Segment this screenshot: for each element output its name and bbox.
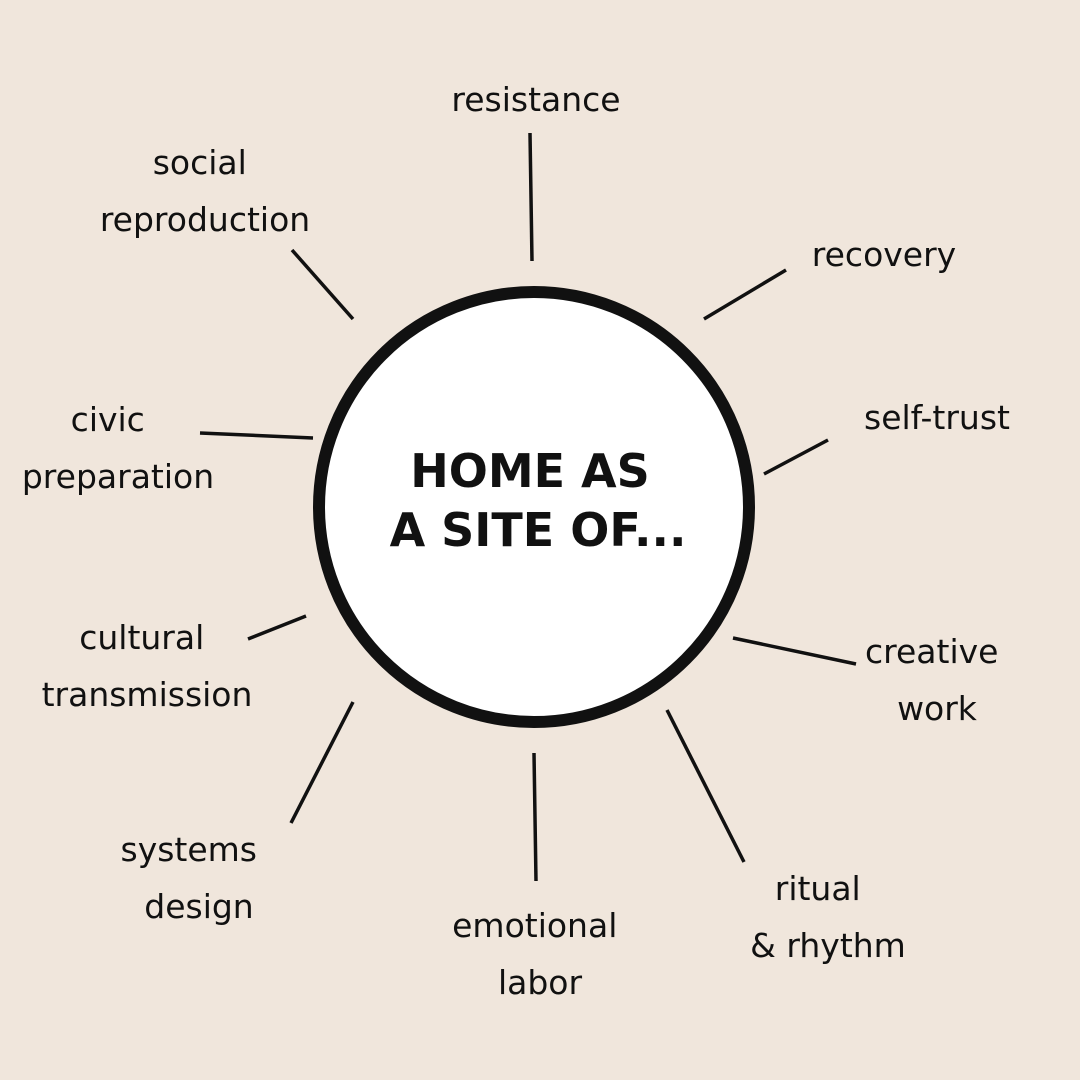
spoke-line-systems-design [289,701,355,824]
label-self-trust-line-1: self-trust [864,398,1010,437]
label-social-reproduction: social reproduction [100,143,310,239]
label-social-reproduction-line-2: reproduction [100,200,310,239]
hub-circle [313,286,755,728]
spoke-line-ritual-rhythm [665,709,746,863]
label-ritual-rhythm: ritual & rhythm [750,869,906,965]
label-systems-design-line-2: design [144,887,253,926]
spoke-line-self-trust [763,438,829,476]
label-systems-design-line-1: systems [121,830,258,869]
label-civic-preparation-line-1: civic [71,400,145,439]
label-cultural-transmission-line-1: cultural [79,618,204,657]
label-emotional-labor: emotional labor [452,906,628,1002]
label-creative-work-line-2: work [897,689,978,728]
spoke-line-emotional-labor [532,752,538,882]
label-cultural-transmission-line-2: transmission [42,675,253,714]
label-civic-preparation-line-2: preparation [22,457,214,496]
label-emotional-labor-line-2: labor [498,963,583,1002]
label-self-trust: self-trust [864,398,1010,437]
label-recovery: recovery [812,235,956,274]
label-ritual-rhythm-line-1: ritual [775,869,861,908]
spoke-line-civic-preparation [199,431,314,440]
label-creative-work-line-1: creative [865,632,998,671]
label-resistance-line-1: resistance [451,80,620,119]
label-creative-work: creative work [865,632,1009,728]
label-emotional-labor-line-1: emotional [452,906,617,945]
center-title-line-2: A SITE OF... [390,503,687,557]
label-recovery-line-1: recovery [812,235,956,274]
spoke-line-resistance [528,132,534,262]
label-resistance: resistance [451,80,620,119]
center-title: HOME AS A SITE OF... [390,444,687,557]
label-social-reproduction-line-1: social [153,143,247,182]
spoke-line-social-reproduction [290,248,355,321]
label-ritual-rhythm-line-2: & rhythm [750,926,906,965]
spoke-line-creative-work [732,636,857,666]
label-systems-design: systems design [121,830,268,926]
label-civic-preparation: civic preparation [22,400,214,496]
center-title-line-1: HOME AS [410,444,650,498]
spoke-line-cultural-transmission [247,614,307,641]
spoke-line-recovery [703,268,787,321]
label-cultural-transmission: cultural transmission [42,618,253,714]
